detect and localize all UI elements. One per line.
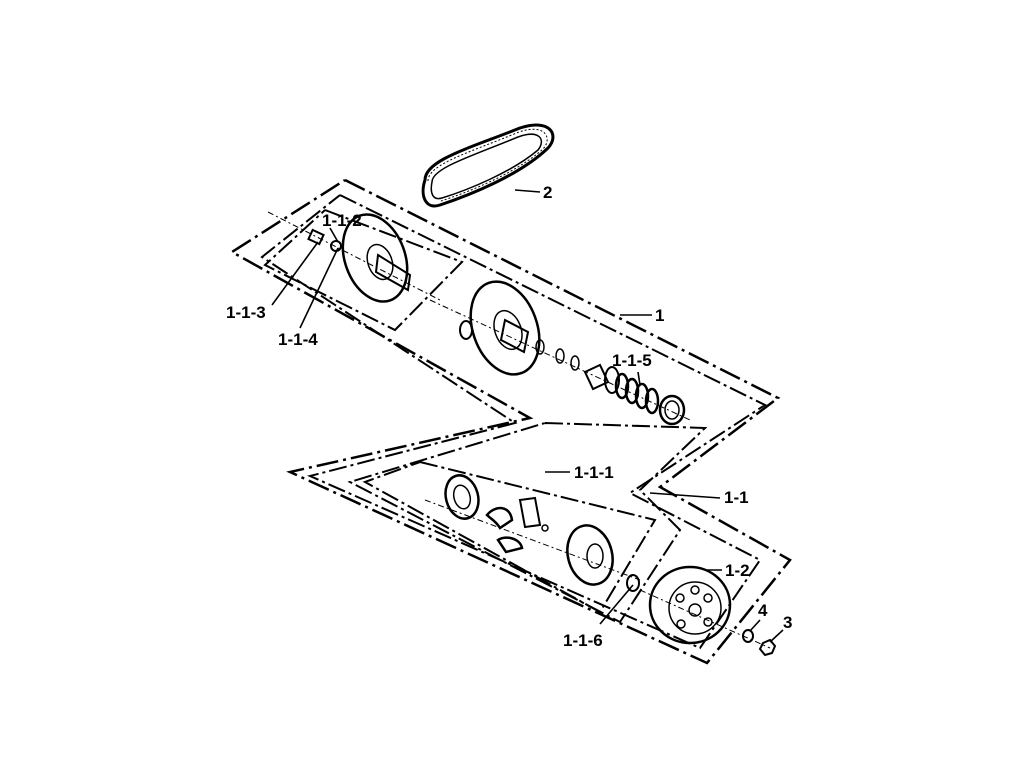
leader-lines <box>271 189 784 643</box>
label-part-2: 2 <box>543 183 552 202</box>
driven-face <box>566 524 640 592</box>
label-part-4: 4 <box>758 601 768 620</box>
ramp-plate-parts <box>424 474 641 581</box>
drive-belt <box>421 123 555 208</box>
washer <box>742 629 754 643</box>
fixed-drive-face <box>267 211 441 303</box>
group-1-1-1-outline <box>347 422 708 624</box>
torque-spring <box>583 363 686 426</box>
label-part-1-1-3: 1-1-3 <box>226 303 266 322</box>
label-part-3: 3 <box>783 613 792 632</box>
label-part-1-1: 1-1 <box>724 488 749 507</box>
group-1-1-2-outline <box>263 209 464 332</box>
label-part-1-1-5: 1-1-5 <box>612 351 652 370</box>
label-part-1-1-6: 1-1-6 <box>563 631 603 650</box>
sliding-drive-face <box>429 280 691 421</box>
group-1-1-outline <box>260 194 768 650</box>
label-part-1-1-1: 1-1-1 <box>574 463 614 482</box>
clutch-outer <box>639 565 771 649</box>
label-part-1-2: 1-2 <box>725 561 750 580</box>
label-part-1: 1 <box>655 306 664 325</box>
label-part-1-1-4: 1-1-4 <box>278 330 318 349</box>
label-part-1-1-2: 1-1-2 <box>322 211 362 230</box>
group-1-outline <box>229 178 792 665</box>
flange-nut <box>758 638 777 657</box>
